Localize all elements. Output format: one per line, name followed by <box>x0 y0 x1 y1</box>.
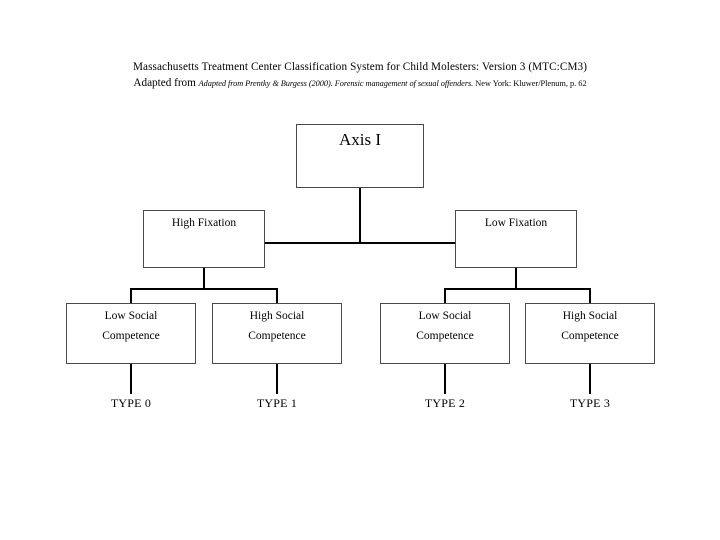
node-label-line-1: Low Social <box>104 310 158 322</box>
connector-right-group-bus <box>444 288 591 290</box>
citation-tail: New York: Kluwer/Plenum, p. 62 <box>473 78 587 88</box>
connector-type1-stem <box>276 364 278 394</box>
connector-to-type2-box <box>444 288 446 303</box>
node-high-social-competence-type1: High Social Competence <box>212 303 342 364</box>
node-low-social-competence-type0: Low Social Competence <box>66 303 196 364</box>
connector-to-type3-box <box>589 288 591 303</box>
citation-italic: Adapted from Prentky & Burgess (2000). F… <box>198 78 474 88</box>
node-axis-i-label: Axis I <box>338 130 382 149</box>
connector-to-type1-box <box>276 288 278 303</box>
node-low-fixation-label: Low Fixation <box>484 217 548 229</box>
node-label-line-1: High Social <box>249 310 305 322</box>
connector-level2-bus <box>265 242 455 244</box>
node-label-line-1: Low Social <box>418 310 472 322</box>
connector-to-type0-box <box>130 288 132 303</box>
node-high-social-competence-type3: High Social Competence <box>525 303 655 364</box>
node-label-line-2: Competence <box>248 329 306 342</box>
type-label-1: TYPE 1 <box>256 396 298 410</box>
node-label-line-2: Competence <box>102 329 160 342</box>
diagram-title-line-2: Adapted from Adapted from Prentky & Burg… <box>0 77 720 91</box>
node-label-line-1: High Social <box>562 310 618 322</box>
connector-type0-stem <box>130 364 132 394</box>
connector-high-fixation-stem <box>203 268 205 290</box>
node-high-fixation-label: High Fixation <box>171 217 237 229</box>
connector-type3-stem <box>589 364 591 394</box>
node-low-social-competence-type2: Low Social Competence <box>380 303 510 364</box>
type-label-3: TYPE 3 <box>569 396 611 410</box>
type-label-2: TYPE 2 <box>424 396 466 410</box>
node-label-line-2: Competence <box>561 329 619 342</box>
node-high-fixation: High Fixation <box>143 210 265 268</box>
type-label-0: TYPE 0 <box>110 396 152 410</box>
node-label-line-2: Competence <box>416 329 474 342</box>
diagram-title-block: Massachusetts Treatment Center Classific… <box>0 61 720 90</box>
adapted-from-prefix: Adapted from <box>133 76 199 89</box>
connector-root-stem <box>359 188 361 244</box>
node-low-fixation: Low Fixation <box>455 210 577 268</box>
diagram-title-line-1: Massachusetts Treatment Center Classific… <box>132 61 588 73</box>
connector-type2-stem <box>444 364 446 394</box>
node-axis-i: Axis I <box>296 124 424 188</box>
connector-low-fixation-stem <box>515 268 517 290</box>
connector-left-group-bus <box>130 288 278 290</box>
